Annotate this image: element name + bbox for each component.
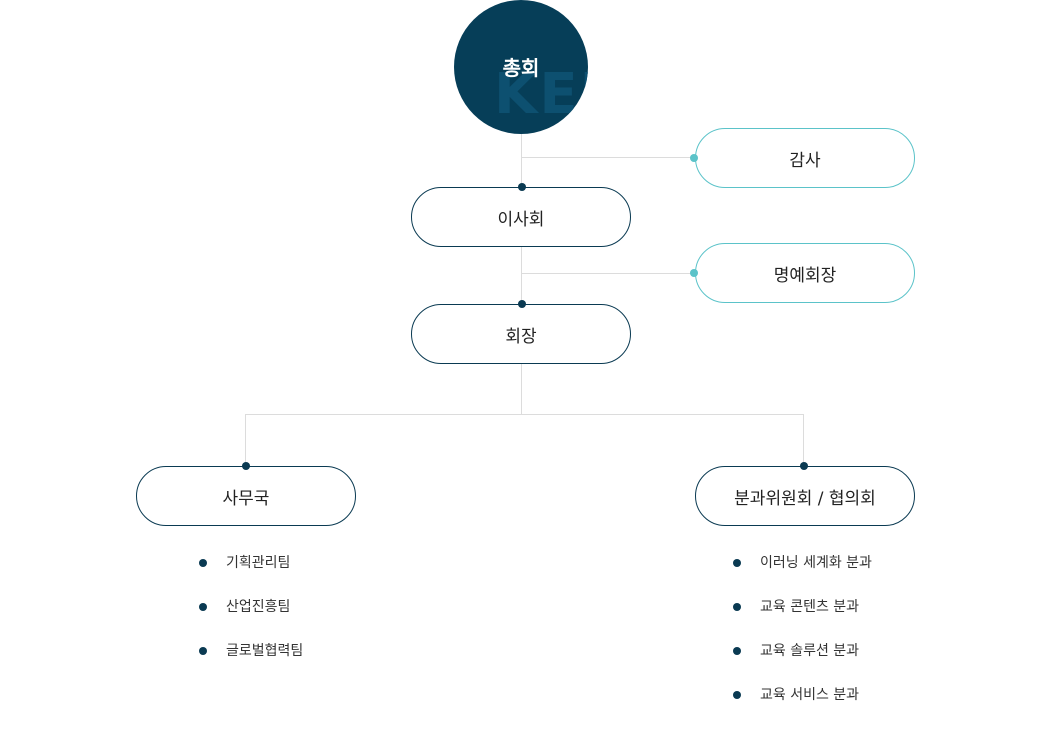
subcommittees-node: 분과위원회 / 협의회 [695,466,915,526]
chair-connector-dot [518,300,526,308]
list-item: 교육 솔루션 분과 [733,641,872,685]
connector-secretariat [245,414,246,466]
subcommittees-connector-dot [800,462,808,470]
subcommittee-list: 이러닝 세계화 분과 교육 콘텐츠 분과 교육 솔루션 분과 교육 서비스 분과 [733,553,872,729]
audit-label: 감사 [789,150,821,171]
chair-node: 회장 [411,304,631,364]
audit-connector-dot [690,154,698,162]
honorary-chair-connector-dot [690,269,698,277]
board-label: 이사회 [497,209,545,230]
connector-subcommittees [803,414,804,466]
general-assembly-label: 총회 [502,56,540,80]
list-item: 교육 서비스 분과 [733,685,872,729]
connector-honorary-chair [521,273,695,274]
connector-audit [521,157,695,158]
board-connector-dot [518,183,526,191]
general-assembly-node: KEI 총회 [454,0,588,134]
list-item: 교육 콘텐츠 분과 [733,597,872,641]
secretariat-team-list: 기획관리팀 산업진흥팀 글로벌협력팀 [199,553,303,685]
secretariat-connector-dot [242,462,250,470]
honorary-chair-node: 명예회장 [695,243,915,303]
list-item: 기획관리팀 [199,553,303,597]
chair-label: 회장 [505,326,537,347]
secretariat-node: 사무국 [136,466,356,526]
secretariat-label: 사무국 [222,488,270,509]
kei-watermark: KEI [494,62,588,127]
honorary-chair-label: 명예회장 [773,265,837,286]
connector-branch-horizontal [245,414,804,415]
list-item: 산업진흥팀 [199,597,303,641]
subcommittees-label: 분과위원회 / 협의회 [734,488,876,509]
connector-main-vertical [521,134,522,414]
board-node: 이사회 [411,187,631,247]
list-item: 이러닝 세계화 분과 [733,553,872,597]
audit-node: 감사 [695,128,915,188]
list-item: 글로벌협력팀 [199,641,303,685]
